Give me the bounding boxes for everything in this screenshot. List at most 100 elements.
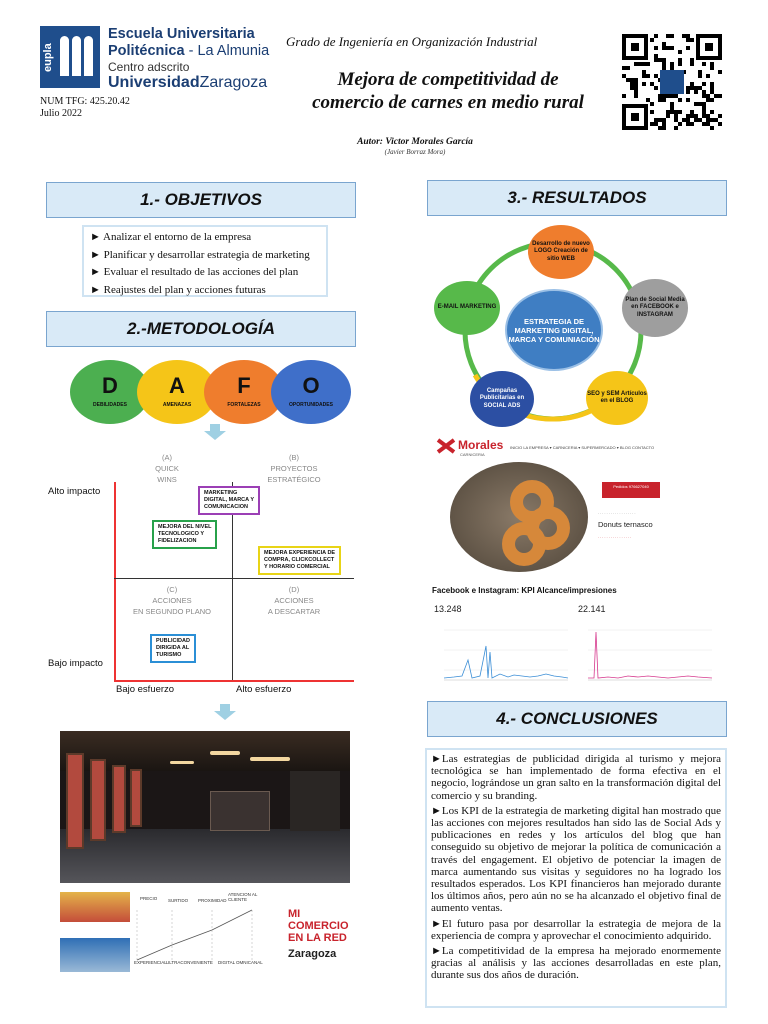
qr-module	[654, 34, 658, 38]
dafo-letter: F	[237, 373, 251, 398]
matrix-divider-h	[114, 578, 354, 579]
qr-module	[674, 126, 678, 130]
dafo-letter: D	[102, 373, 118, 398]
box-line: MEJORA DEL NIVEL	[158, 524, 212, 530]
qr-module	[686, 114, 690, 118]
quadrant-text: ACCIONES	[152, 596, 192, 605]
qr-module	[678, 50, 682, 54]
qr-module	[706, 74, 710, 78]
dafo-circle-f: F FORTALEZAS	[204, 360, 284, 424]
store-photo	[60, 731, 350, 883]
qr-module	[642, 62, 646, 66]
logo-line: EN LA RED	[288, 932, 347, 944]
qr-module	[710, 126, 714, 130]
poster-title-line2: comercio de carnes en medio rural	[312, 92, 584, 113]
qr-module	[674, 110, 678, 114]
qr-module	[690, 122, 694, 126]
qr-module	[690, 86, 694, 90]
logo-line: MI COMERCIO	[288, 908, 349, 932]
qr-module	[662, 98, 666, 102]
qr-module	[622, 94, 626, 98]
qr-module	[662, 118, 666, 122]
box-line: COMUNICACION	[204, 504, 248, 510]
list-item: ► Reajustes del plan y acciones futuras	[90, 283, 266, 296]
qr-module	[706, 114, 710, 118]
matrix-divider-v	[232, 482, 233, 680]
label-experiencial: EXPERIENCIAL	[134, 960, 167, 965]
list-item: ► Evaluar el resultado de las acciones d…	[90, 266, 299, 278]
qr-module	[666, 94, 670, 98]
box-line: TECNOLOGICO Y	[158, 531, 205, 537]
qr-module	[702, 82, 706, 86]
qr-module	[678, 58, 682, 62]
web-brand: Morales	[458, 438, 504, 452]
qr-module	[698, 74, 702, 78]
qr-module	[650, 38, 654, 42]
matrix-box-experiencia: MEJORA EXPERIENCIA DE COMPRA, CLICKCOLLE…	[258, 546, 342, 575]
qr-module	[662, 46, 666, 50]
label-line: CLIENTE	[228, 897, 248, 902]
qr-module	[694, 90, 698, 94]
web-order-button[interactable]: Pedidos 976627040	[602, 482, 660, 498]
qr-module	[702, 106, 706, 110]
qr-module	[626, 78, 630, 82]
conclusiones-box: ►Las estrategias de publicidad dirigida …	[425, 748, 727, 1008]
degree-name: Grado de Ingeniería en Organización Indu…	[286, 34, 538, 49]
qr-module	[686, 90, 690, 94]
quadrant-c-label: (C) ACCIONES EN SEGUNDO PLANO	[132, 584, 212, 617]
qr-module	[690, 110, 694, 114]
qr-module	[634, 94, 638, 98]
dafo-letter: A	[169, 373, 185, 398]
university-name-rest: Zaragoza	[199, 74, 268, 91]
logo-text: Escuela Universitaria Politécnica - La A…	[108, 26, 269, 92]
matrix-axis-x	[114, 680, 354, 682]
quadrant-b-label: (B) PROYECTOS ESTRATÉGICO	[254, 452, 334, 485]
qr-module	[658, 94, 662, 98]
qr-module	[710, 90, 714, 94]
qr-module	[662, 58, 666, 62]
tutor: (Javier Borraz Mora)	[384, 148, 446, 156]
qr-module	[702, 90, 706, 94]
logo-arch	[72, 36, 81, 76]
qr-module	[630, 78, 634, 82]
quadrant-d-label: (D) ACCIONES A DESCARTAR	[254, 584, 334, 617]
conclusion-paragraph: ►El futuro pasa por desarrollar la estra…	[431, 917, 721, 942]
qr-module	[658, 58, 662, 62]
qr-module	[630, 82, 634, 86]
qr-module	[662, 62, 666, 66]
dafo-circle-d: D DEBILIDADES	[70, 360, 150, 424]
web-nav[interactable]: INICIO LA EMPRESA ▾ CARNICERIA ▾ SUPERME…	[510, 445, 655, 450]
qr-module	[678, 122, 682, 126]
qr-module	[646, 74, 650, 78]
arrow-down-icon	[214, 704, 236, 720]
donut	[502, 522, 546, 566]
label-ultraconveniente: ULTRACONVENIENTE	[166, 960, 213, 965]
university-name-bold: Universidad	[108, 74, 200, 91]
quadrant-letter: (C)	[166, 585, 178, 594]
mi-comercio-logo: MI COMERCIO EN LA RED	[288, 908, 360, 944]
qr-module	[662, 42, 666, 46]
qr-module	[718, 114, 722, 118]
qr-module	[678, 62, 682, 66]
tfg-date: Julio 2022	[40, 108, 82, 119]
qr-module	[710, 62, 714, 66]
qr-module	[642, 70, 646, 74]
kpi-facebook-value: 13.248	[434, 604, 462, 614]
qr-module	[678, 98, 682, 102]
qr-module	[642, 82, 646, 86]
qr-module	[658, 118, 662, 122]
photo-light	[210, 751, 240, 755]
qr-module	[702, 102, 706, 106]
qr-module	[686, 34, 690, 38]
qr-code[interactable]	[622, 34, 722, 130]
matrix-x-high: Alto esfuerzo	[236, 684, 292, 695]
section-conclusiones: 4.- CONCLUSIONES	[427, 701, 727, 737]
qr-module	[650, 102, 654, 106]
university-logo: eupla Escuela Universitaria Politécnica …	[40, 26, 280, 92]
qr-module	[706, 94, 710, 98]
qr-module	[650, 110, 654, 114]
qr-module	[634, 78, 638, 82]
matrix-x-low: Bajo esfuerzo	[116, 684, 175, 695]
matrix-box-publicidad: PUBLICIDAD DIRIGIDA AL TURISMO	[150, 634, 196, 663]
qr-module	[706, 98, 710, 102]
